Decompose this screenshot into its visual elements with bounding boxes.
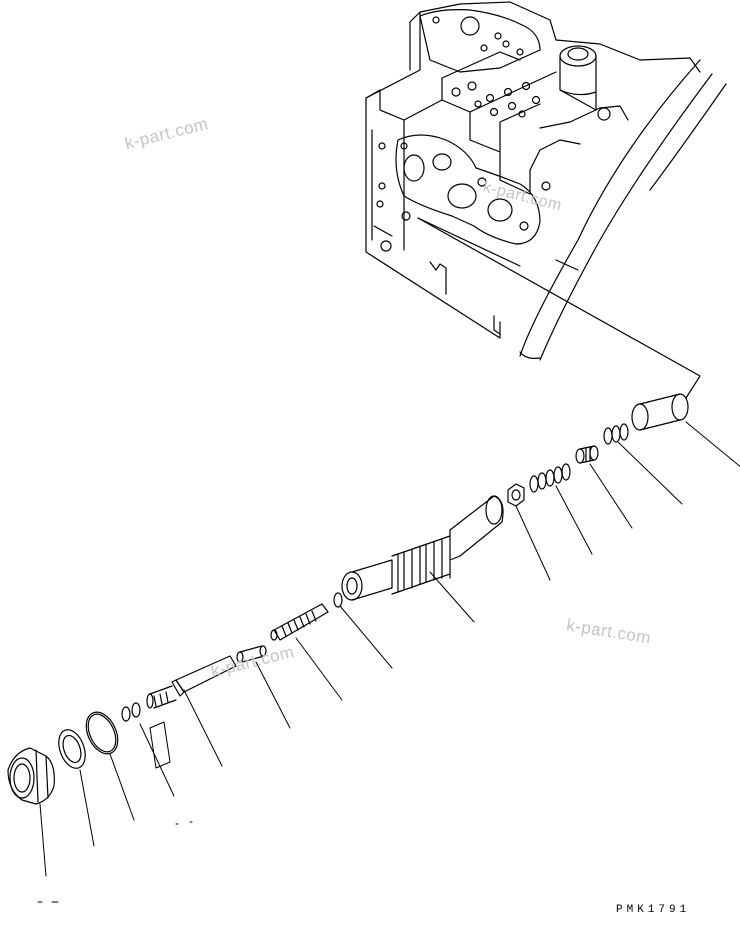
threaded-rod <box>271 604 342 700</box>
piston-part <box>147 656 236 766</box>
housing-rim <box>520 60 726 360</box>
sleeve-part <box>632 394 740 468</box>
cap-nut-part <box>8 748 54 876</box>
o-ring <box>334 593 392 668</box>
ring-set-upper <box>604 424 682 504</box>
nut-part <box>508 484 550 580</box>
dim-marks <box>38 822 192 902</box>
washer-part <box>54 726 94 846</box>
plug-part <box>576 446 632 528</box>
valve-spool <box>342 496 503 622</box>
spring-upper <box>530 464 592 554</box>
valve-body-housing <box>366 2 700 338</box>
drawing-code: PMK1791 <box>616 904 691 916</box>
large-o-ring <box>80 707 134 820</box>
pin-part <box>237 646 290 728</box>
assembly-leader <box>418 218 700 398</box>
ring-set-lower <box>122 703 174 796</box>
